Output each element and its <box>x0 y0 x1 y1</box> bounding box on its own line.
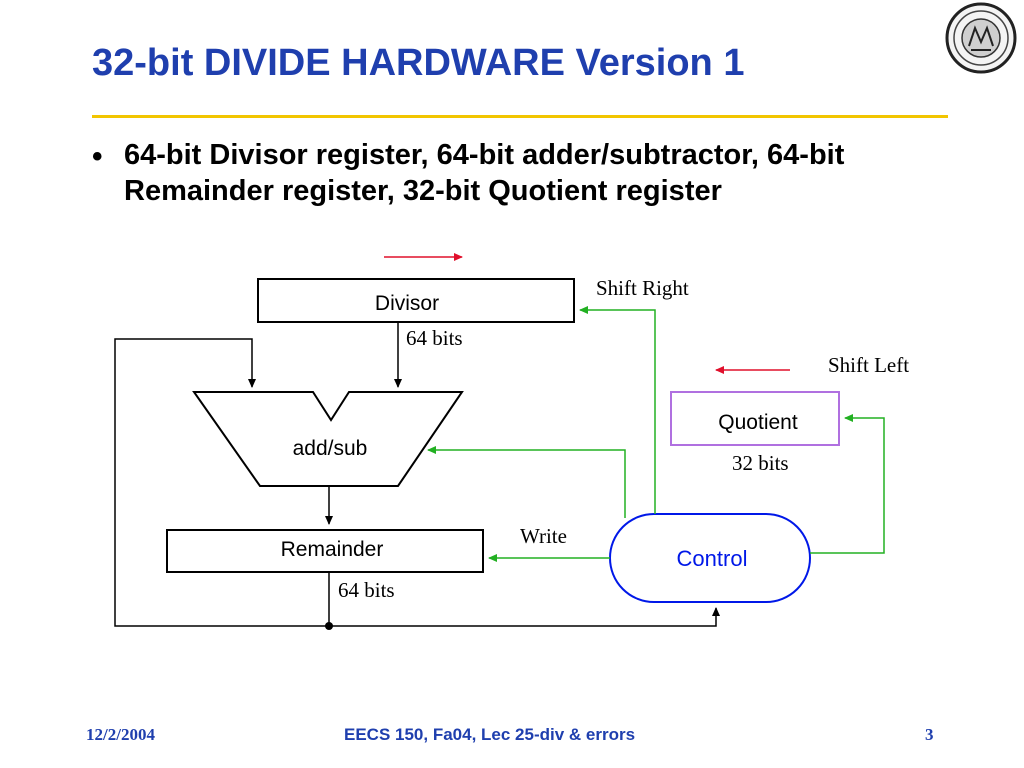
shift-right-label: Shift Right <box>596 276 689 300</box>
title-underline <box>92 115 948 118</box>
divisor-label: Divisor <box>375 292 439 315</box>
remainder-bits-label: 64 bits <box>338 578 395 602</box>
wire-junction-dot <box>325 622 333 630</box>
control-to-adder-wire <box>427 446 626 518</box>
bullet-marker: • <box>92 140 103 173</box>
divisor-bits-label: 64 bits <box>406 326 463 350</box>
remainder-register: Remainder <box>166 529 484 573</box>
slide-title: 32-bit DIVIDE HARDWARE Version 1 <box>92 42 745 84</box>
control-to-divisor-wire <box>579 306 656 514</box>
divisor-register: Divisor <box>257 278 575 323</box>
remainder-to-control-wire <box>329 607 720 627</box>
add-sub-label: add/sub <box>293 437 368 460</box>
footer-course-title: EECS 150, Fa04, Lec 25-div & errors <box>344 725 636 744</box>
remainder-feedback-wire <box>114 338 330 627</box>
bullet-text: 64-bit Divisor register, 64-bit adder/su… <box>124 139 845 207</box>
remainder-label: Remainder <box>281 538 384 561</box>
control-to-quotient-wire <box>810 414 885 554</box>
quotient-label: Quotient <box>718 411 798 434</box>
control-label: Control <box>677 546 748 571</box>
control-unit: Control <box>609 513 811 603</box>
footer-date: 12/2/2004 <box>86 725 155 744</box>
shift-left-label: Shift Left <box>828 353 909 377</box>
add-sub-unit: add/sub <box>192 391 464 487</box>
footer-page-number: 3 <box>925 725 934 744</box>
write-label: Write <box>520 524 567 548</box>
quotient-register: Quotient <box>670 391 840 446</box>
quotient-bits-label: 32 bits <box>732 451 789 475</box>
university-seal-icon <box>945 2 1017 74</box>
